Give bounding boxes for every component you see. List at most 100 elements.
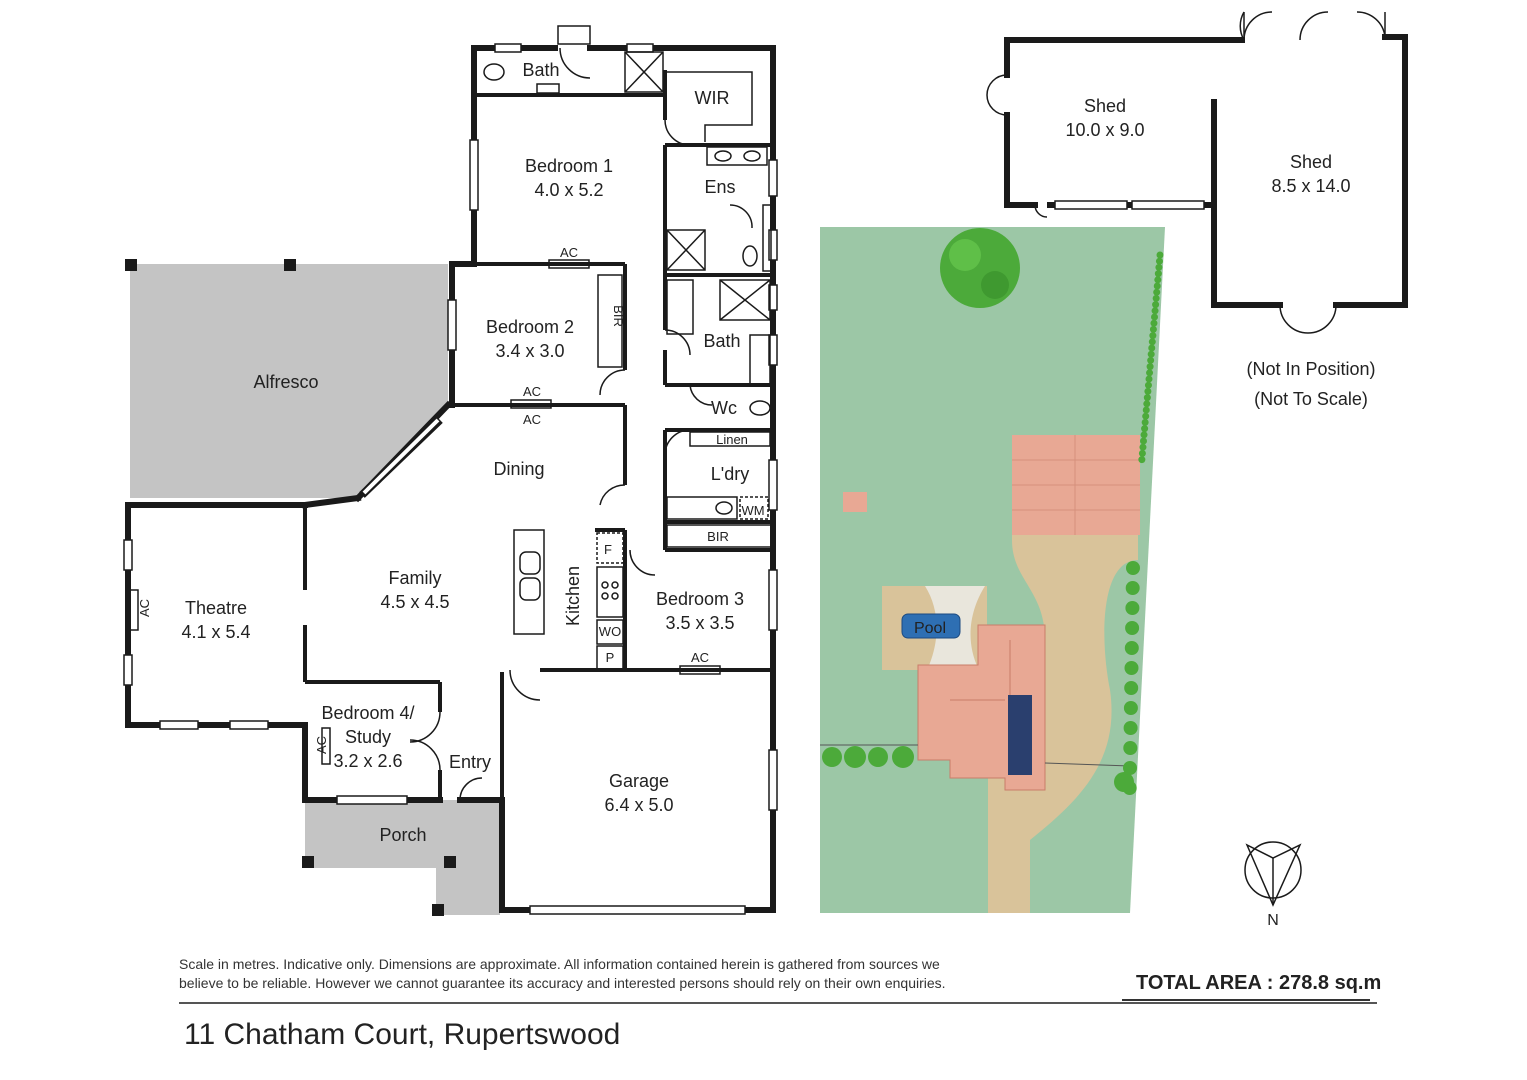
hedge-dot [1143, 400, 1151, 408]
hedge-dot [1144, 387, 1152, 395]
shrub [1122, 781, 1137, 795]
hedge-dot [1153, 282, 1161, 290]
shrub [1123, 701, 1138, 715]
total-area: TOTAL AREA : 278.8 sq.m [1136, 972, 1382, 994]
hedge-dot [1150, 319, 1158, 327]
hedge-dot [1140, 431, 1148, 439]
garage-dim: 6.4 x 5.0 [604, 795, 673, 815]
hedge-dot [1146, 369, 1154, 377]
porch-area [305, 800, 500, 915]
wc-label: Wc [711, 398, 737, 418]
door-swings [409, 47, 753, 801]
shrub [1124, 681, 1139, 695]
shrub [1125, 601, 1140, 615]
wir-label: WIR [695, 88, 730, 108]
bedroom4-name1: Bedroom 4/ [321, 703, 414, 723]
hedge-dot [1141, 418, 1149, 426]
driveway [988, 490, 1138, 913]
address-title: 11 Chatham Court, Rupertswood [184, 1018, 621, 1051]
not-to-scale-note: (Not To Scale) [1254, 389, 1368, 409]
site-plan [820, 227, 1165, 913]
hedge-dot [1156, 251, 1164, 259]
hedge-dot [1147, 350, 1155, 358]
bedroom3-name: Bedroom 3 [656, 589, 744, 609]
pool-label: Pool [914, 620, 946, 637]
hedge-dot [1152, 294, 1160, 302]
porch-label: Porch [379, 825, 426, 845]
shed2-name: Shed [1290, 152, 1332, 172]
ac-label-bed1: AC [560, 245, 578, 260]
linen-label: Linen [716, 432, 748, 447]
bedroom2-dim: 3.4 x 3.0 [495, 341, 564, 361]
shed1-dim: 10.0 x 9.0 [1065, 120, 1144, 140]
sheds [986, 11, 1408, 334]
dining-label: Dining [493, 459, 544, 479]
hedge-dot [1138, 449, 1146, 457]
hedge-dot [1147, 356, 1155, 364]
hedge-dot [1149, 332, 1157, 340]
family-dim: 4.5 x 4.5 [380, 592, 449, 612]
hedge-dot [1139, 443, 1147, 451]
disclaimer: Scale in metres. Indicative only. Dimens… [179, 955, 1079, 993]
hedge-dot [1154, 270, 1162, 278]
wm-label: WM [741, 503, 764, 518]
bath2-label: Bath [703, 331, 740, 351]
alfresco-label: Alfresco [253, 372, 318, 392]
garden-circle [1065, 663, 1085, 683]
shrub [1123, 761, 1137, 775]
north-label: N [1267, 912, 1279, 929]
shrub [1123, 741, 1138, 755]
entry-label: Entry [449, 752, 491, 772]
hedge-dot [1152, 301, 1160, 309]
kitchen-label: Kitchen [563, 566, 583, 626]
hedge-dot [1142, 406, 1150, 414]
ac-label-bed3: AC [691, 650, 709, 665]
fixtures [129, 25, 772, 765]
hedge-dot [1146, 363, 1154, 371]
bedroom4-name2: Study [345, 727, 391, 747]
shed2-dim: 8.5 x 14.0 [1271, 176, 1350, 196]
wo-label: WO [599, 624, 621, 639]
shrub [1125, 621, 1140, 635]
shrub [1126, 561, 1140, 575]
not-in-position-note: (Not In Position) [1246, 359, 1375, 379]
garage-name: Garage [609, 771, 669, 791]
disclaimer-line-2: believe to be reliable. However we canno… [179, 975, 946, 991]
hedge-dot [1141, 425, 1149, 433]
hedge-dot [1155, 257, 1163, 265]
hedge-dot [1149, 325, 1157, 333]
hedge-dot [1142, 412, 1150, 420]
bir-label-bed2: BIR [611, 305, 626, 327]
ac-label-bed2: AC [523, 384, 541, 399]
disclaimer-line-1: Scale in metres. Indicative only. Dimens… [179, 956, 940, 972]
hedge-dot [1153, 288, 1161, 296]
ac-label-bed4: AC [314, 736, 329, 754]
pool [901, 613, 961, 639]
hedge-dot [1144, 381, 1152, 389]
shrub [1123, 721, 1138, 735]
pantry-label: P [606, 650, 615, 665]
shrub [1124, 641, 1139, 655]
ens-label: Ens [704, 177, 735, 197]
tree-large [940, 228, 1020, 308]
fridge-label: F [604, 542, 612, 557]
north-arrow-icon [1244, 841, 1302, 907]
shrub [1124, 661, 1139, 675]
laundry-label: L'dry [711, 464, 749, 484]
hedge-dot [1145, 375, 1153, 383]
theatre-dim: 4.1 x 5.4 [181, 622, 250, 642]
hedge-dot [1143, 394, 1151, 402]
solar-panels [1008, 695, 1032, 775]
hedge-dot [1138, 456, 1146, 464]
bir-label-bed3: BIR [707, 529, 729, 544]
hedge-dot [1148, 344, 1156, 352]
hedge-dot [1154, 276, 1162, 284]
bath1-label: Bath [522, 60, 559, 80]
hedge-dot [1151, 307, 1159, 315]
hedge-dot [1151, 313, 1158, 321]
posts [125, 259, 456, 916]
alfresco-area [130, 264, 448, 498]
hedge-right [1122, 561, 1140, 795]
ac-label-theatre: AC [137, 599, 152, 617]
